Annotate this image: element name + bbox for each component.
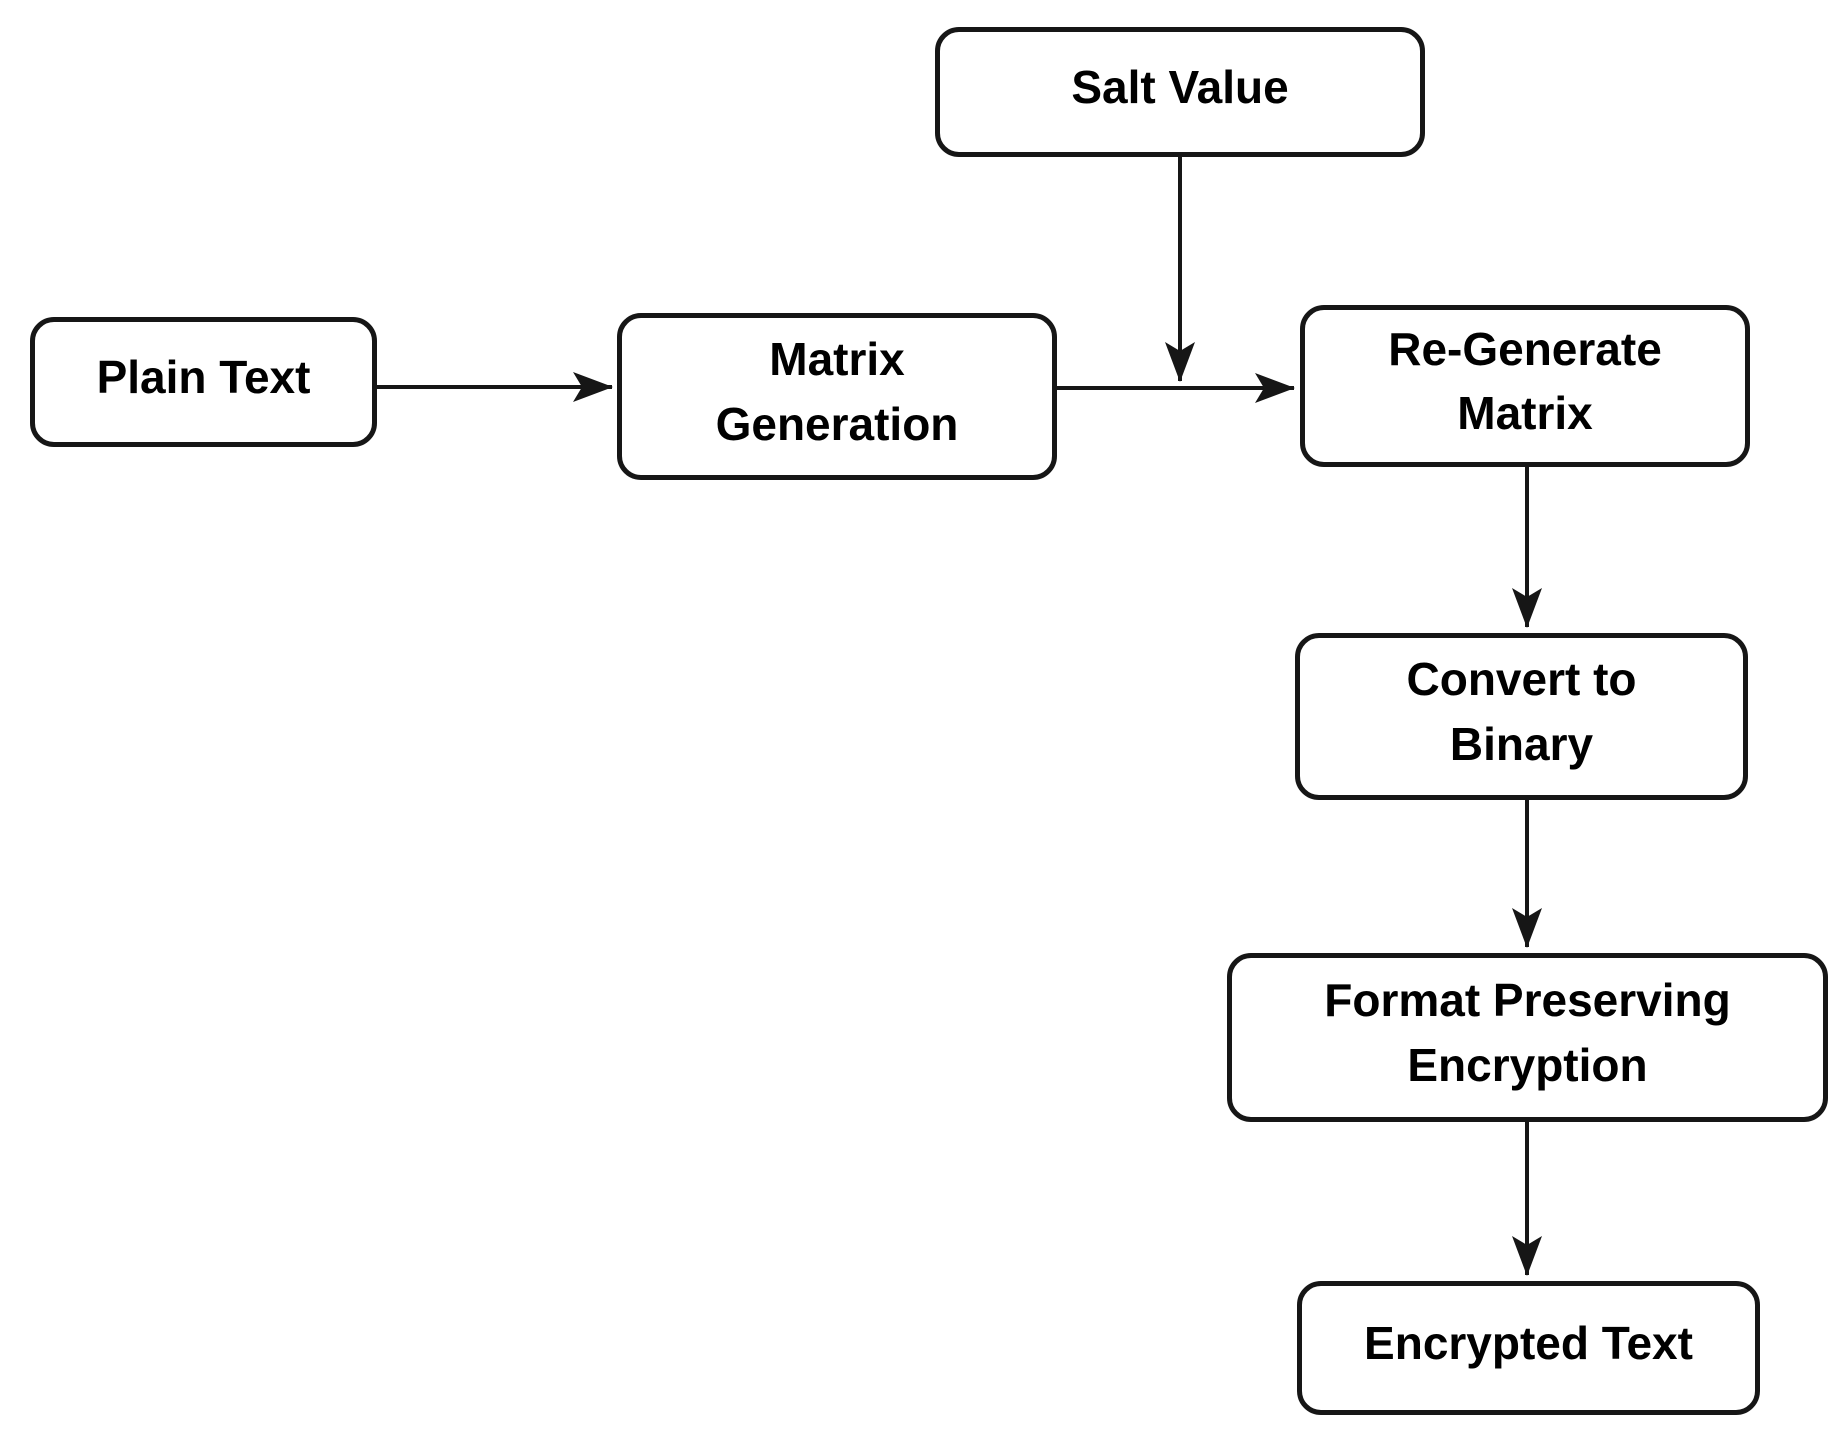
label-line: Encrypted Text <box>1364 1316 1693 1369</box>
label-line: Convert to <box>1406 653 1637 706</box>
node-plain-text: Plain Text <box>30 317 377 447</box>
node-plain-text-label: Plain Text <box>97 345 311 409</box>
node-format-preserving-encryption-label: Format Preserving Encryption <box>1324 968 1730 1097</box>
label-line: Salt Value <box>1071 60 1289 113</box>
node-convert-to-binary-label: Convert to Binary <box>1407 647 1637 776</box>
node-encrypted-text: Encrypted Text <box>1297 1281 1760 1415</box>
node-re-generate-matrix: Re-Generate Matrix <box>1300 305 1750 467</box>
node-re-generate-matrix-label: Re-Generate Matrix <box>1388 317 1662 446</box>
node-encrypted-text-label: Encrypted Text <box>1364 1311 1693 1375</box>
label-line: Binary <box>1449 717 1594 770</box>
label-line: Generation <box>715 397 959 450</box>
node-salt-value-label: Salt Value <box>1071 55 1288 119</box>
node-matrix-generation: Matrix Generation <box>617 313 1057 480</box>
node-convert-to-binary: Convert to Binary <box>1295 633 1748 800</box>
label-line: Matrix <box>1457 387 1593 439</box>
label-line: Encryption <box>1407 1038 1648 1091</box>
label-line: Re-Generate <box>1388 322 1662 375</box>
label-line: Format Preserving <box>1324 974 1731 1027</box>
label-line: Plain Text <box>96 350 311 403</box>
label-line: Matrix <box>769 333 905 386</box>
node-matrix-generation-label: Matrix Generation <box>716 327 959 456</box>
node-salt-value: Salt Value <box>935 27 1425 157</box>
node-format-preserving-encryption: Format Preserving Encryption <box>1227 953 1828 1122</box>
